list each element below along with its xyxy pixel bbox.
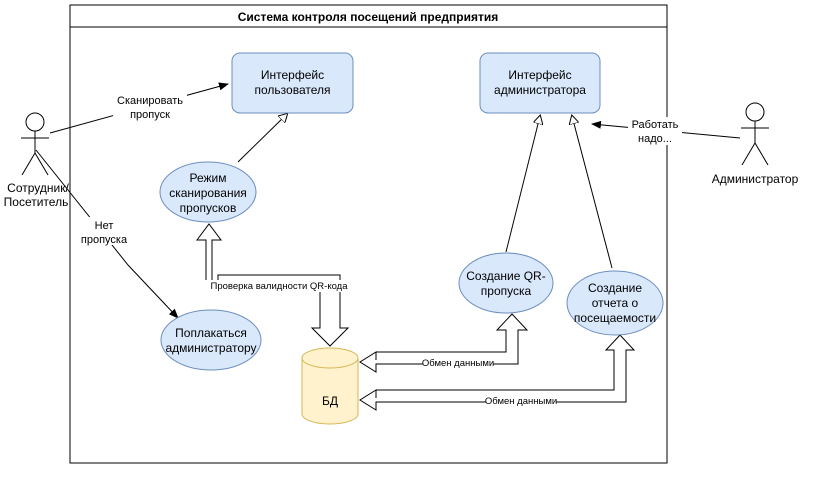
database-cylinder: БД [301, 347, 359, 425]
user-interface-box: Интерфейс пользователя [231, 52, 354, 114]
no-pass-line1: Нет [95, 220, 114, 232]
scan-mode-line1: Режим [190, 171, 227, 185]
generalization-create-report [572, 116, 613, 269]
system-title: Система контроля посещений предприятия [238, 10, 498, 24]
edge-label-exchange-qr: Обмен данными [422, 357, 494, 369]
user-interface-label-line1: Интерфейс [261, 68, 324, 82]
admin-interface-label-line1: Интерфейс [508, 68, 571, 82]
use-case-create-qr: Создание QR- пропуска [458, 252, 554, 314]
complain-line2: администратору [165, 341, 256, 355]
edge-label-exchange-report: Обмен данными [485, 395, 557, 407]
exchange-qr-label: Обмен данными [422, 358, 494, 369]
admin-interface-box: Интерфейс администратора [479, 52, 601, 114]
edge-label-qr-validation: Проверка валидности QR-кода [205, 280, 353, 292]
edge-label-scan-pass: Сканировать пропуск [113, 93, 187, 121]
generalization-create-qr [505, 116, 540, 253]
create-report-line3: посещаемости [574, 311, 656, 325]
no-pass-line2: пропуска [81, 234, 128, 246]
use-case-scan-mode: Режим сканирования пропусков [159, 161, 257, 223]
generalization-scan-mode [237, 114, 287, 163]
employee-label-line2: Посетитель [4, 195, 69, 209]
admin-stick-figure-icon [741, 102, 769, 166]
create-report-line2: отчета о [592, 296, 639, 310]
edge-label-admin-works: Работать надо... [628, 117, 682, 145]
block-arrow-exchange-report [359, 334, 636, 411]
association-no-pass [35, 149, 179, 319]
create-report-line1: Создание [588, 281, 642, 295]
create-qr-line2: пропуска [481, 284, 532, 298]
qr-validation-label: Проверка валидности QR-кода [211, 281, 349, 292]
employee-label-line1: Сотрудник/ [7, 181, 69, 195]
admin-interface-label-line2: администратора [494, 83, 586, 97]
create-qr-line1: Создание QR- [466, 269, 545, 283]
scan-mode-line2: сканирования [169, 186, 247, 200]
scan-mode-line3: пропусков [180, 201, 237, 215]
edge-label-no-pass: Нет пропуска [78, 217, 130, 246]
block-arrow-qr-validation [196, 223, 350, 347]
admin-works-line2: надо... [638, 133, 672, 145]
scan-pass-line2: пропуск [130, 109, 170, 121]
actor-admin [741, 102, 769, 166]
scan-pass-line1: Сканировать [117, 95, 183, 107]
use-case-create-report: Создание отчета о посещаемости [566, 270, 664, 336]
user-interface-label-line2: пользователя [255, 83, 331, 97]
exchange-report-label: Обмен данными [485, 396, 557, 407]
employee-stick-figure-icon [21, 112, 49, 176]
actor-employee [21, 112, 49, 176]
admin-works-line1: Работать [632, 119, 679, 131]
database-label: БД [322, 394, 338, 408]
use-case-complain: Поплакаться администратору [160, 309, 262, 371]
complain-line1: Поплакаться [175, 326, 247, 340]
admin-label: Администратор [712, 172, 799, 186]
